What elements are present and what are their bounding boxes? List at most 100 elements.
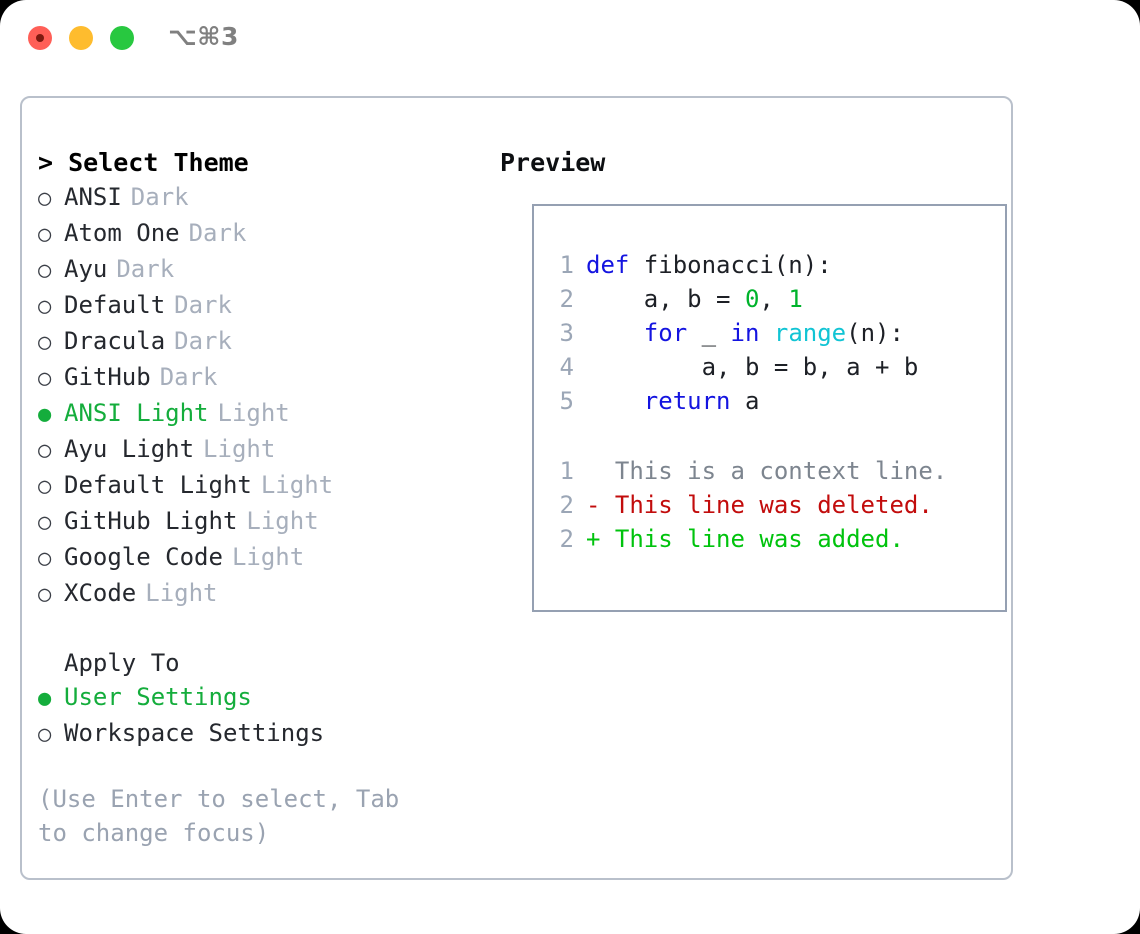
code-token: a, b = b, a + b — [586, 353, 919, 381]
code-token — [586, 387, 644, 415]
radio-unselected-icon: ○ — [38, 330, 52, 355]
radio-unselected-icon: ○ — [38, 722, 52, 747]
window-controls — [28, 26, 134, 50]
diff-marker: - — [586, 491, 601, 519]
theme-variant-tag: Dark — [174, 327, 232, 355]
theme-name: Google Code — [64, 543, 223, 571]
line-number: 2 — [559, 285, 574, 313]
radio-selected-icon: ● — [38, 686, 52, 711]
keyboard-shortcut-label: ⌥⌘3 — [168, 22, 239, 51]
keyboard-hint: (Use Enter to select, Tab to change focu… — [38, 785, 400, 847]
theme-variant-tag: Light — [246, 507, 319, 535]
code-token: fibonacci(n): — [643, 251, 832, 279]
code-token: return — [643, 387, 731, 415]
apply-to-list: ● User Settings ○ Workspace Settings — [38, 680, 478, 752]
radio-unselected-icon: ○ — [38, 366, 52, 391]
line-number: 5 — [559, 387, 574, 415]
radio-unselected-icon: ○ — [38, 294, 52, 319]
theme-name: GitHub Light — [64, 507, 238, 535]
theme-name: Atom One — [64, 219, 180, 247]
code-token: 1 — [788, 285, 803, 313]
code-token: in — [730, 319, 760, 347]
line-number: 2 — [559, 525, 574, 553]
radio-unselected-icon: ○ — [38, 582, 52, 607]
code-token — [586, 319, 644, 347]
theme-option[interactable]: ○ ANSI Dark — [38, 180, 478, 216]
theme-variant-tag: Dark — [130, 183, 189, 211]
theme-name: ANSI — [64, 183, 122, 211]
diff-text: This line was deleted. — [600, 491, 933, 519]
code-token: a — [730, 387, 760, 415]
theme-variant-tag: Light — [203, 435, 276, 463]
diff-text: This is a context line. — [600, 457, 948, 485]
diff-line: 2 + This line was added. — [550, 522, 947, 556]
diff-line: 1 This is a context line. — [550, 454, 948, 488]
line-number: 2 — [559, 491, 574, 519]
close-button[interactable] — [28, 26, 52, 50]
diff-marker: + — [586, 525, 601, 553]
theme-name: ANSI Light — [64, 399, 209, 427]
apply-to-option[interactable]: ○ Workspace Settings — [38, 716, 478, 752]
theme-variant-tag: Light — [260, 471, 334, 499]
code-line: 4 a, b = b, a + b — [550, 350, 919, 384]
code-token: for — [643, 319, 688, 347]
theme-variant-tag: Dark — [116, 255, 175, 283]
theme-name: Default — [64, 291, 166, 319]
radio-unselected-icon: ○ — [38, 546, 52, 571]
apply-to-label: Workspace Settings — [64, 719, 325, 747]
diff-marker — [586, 457, 600, 485]
diff-line: 2- This line was deleted. — [550, 488, 947, 522]
code-token: _ — [687, 319, 731, 347]
radio-unselected-icon: ○ — [38, 186, 52, 211]
minimize-button[interactable] — [69, 26, 93, 50]
code-token: def — [586, 251, 644, 279]
code-token — [759, 319, 773, 347]
apply-to-label: User Settings — [64, 683, 252, 711]
line-number: 1 — [559, 251, 574, 279]
theme-option[interactable]: ○ XCode Light — [38, 576, 478, 612]
radio-unselected-icon: ○ — [38, 258, 52, 283]
code-token: (n): — [846, 319, 904, 347]
theme-option[interactable]: ○ Google Code Light — [38, 540, 478, 576]
theme-variant-tag: Light — [145, 579, 218, 607]
line-number: 3 — [559, 319, 574, 347]
code-token: 0 — [744, 285, 760, 313]
code-line: 3 for _ in range(n): — [550, 316, 918, 350]
code-line: 2 a, b = 0, 1 — [550, 282, 918, 316]
theme-name: Default Light — [64, 471, 252, 499]
theme-variant-tag: Dark — [174, 291, 232, 319]
theme-variant-tag: Light — [231, 543, 305, 571]
line-number: 4 — [559, 353, 574, 381]
code-token: range — [773, 319, 847, 347]
radio-selected-icon: ● — [38, 402, 52, 427]
apply-to-title: Apply To — [64, 649, 180, 677]
code-line: 1 def fibonacci(n): — [550, 248, 918, 282]
theme-option[interactable]: ○ Ayu Dark — [38, 252, 478, 288]
theme-name: Ayu — [64, 255, 108, 283]
theme-variant-tag: Dark — [159, 363, 218, 391]
theme-list-header: > Select Theme — [38, 148, 249, 177]
apply-to-option[interactable]: ● User Settings — [38, 680, 478, 716]
theme-name: XCode — [64, 579, 137, 607]
theme-name: Ayu Light — [64, 435, 195, 463]
code-token: a, b = — [586, 285, 745, 313]
line-number: 1 — [559, 457, 574, 485]
code-line: 5 return a — [550, 384, 918, 418]
theme-variant-tag: Dark — [188, 219, 247, 247]
zoom-button[interactable] — [110, 26, 134, 50]
diff-text: This line was added. — [600, 525, 904, 553]
theme-option[interactable]: ○ Default Dark — [38, 288, 478, 324]
